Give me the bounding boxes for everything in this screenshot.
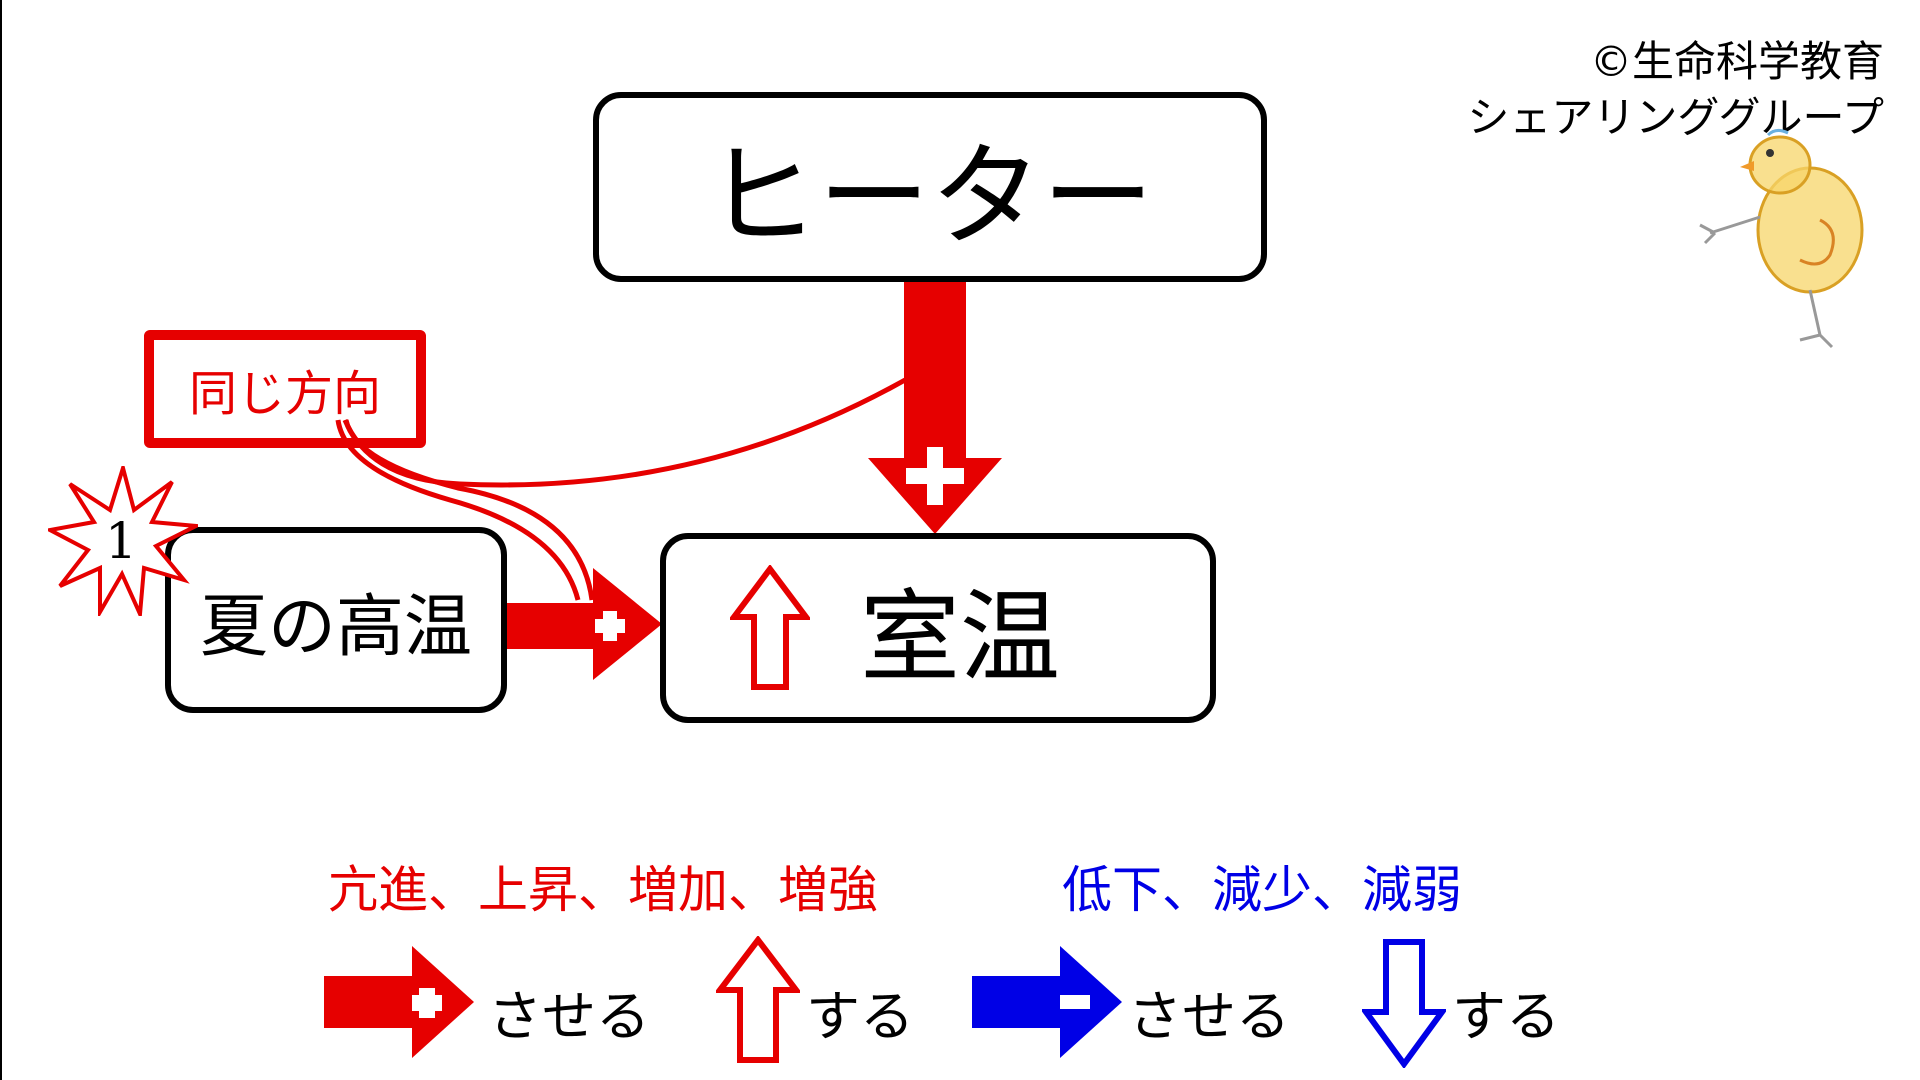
- legend-blue-down-arrow-icon: [1362, 939, 1446, 1068]
- room-temp-label: 室温: [860, 578, 1060, 696]
- same-direction-label: 同じ方向: [188, 366, 381, 422]
- starburst-badge: 1: [48, 466, 198, 616]
- summer-heat-node: 夏の高温: [165, 527, 507, 713]
- up-arrow-icon: [730, 565, 810, 690]
- copyright-line2: シェアリンググループ: [1467, 93, 1884, 142]
- copyright-line1: ©生命科学教育: [1589, 37, 1884, 86]
- summer-to-room-arrow: [507, 568, 662, 680]
- copyright: ©生命科学教育 シェアリンググループ: [1467, 34, 1884, 146]
- legend-do-red: する: [806, 985, 914, 1048]
- legend-red-up-arrow-icon: [716, 936, 800, 1063]
- room-temp-node: 室温: [660, 533, 1216, 723]
- legend-make-blue: させる: [1128, 985, 1290, 1048]
- chick-icon: [1699, 128, 1864, 349]
- legend-blue-minus-arrow-icon: [972, 946, 1122, 1058]
- legend-increase-terms: 亢進、上昇、増加、増強: [328, 861, 878, 919]
- badge-number: 1: [105, 512, 137, 570]
- left-border: [0, 0, 2, 1080]
- heater-label: ヒーター: [706, 132, 1154, 262]
- legend-red-plus-arrow-icon: [324, 946, 474, 1058]
- legend-make-red: させる: [488, 985, 650, 1048]
- legend-decrease-terms: 低下、減少、減弱: [1062, 861, 1462, 919]
- summer-heat-label: 夏の高温: [199, 587, 472, 667]
- heater-to-room-arrow: [868, 282, 1002, 534]
- heater-node: ヒーター: [593, 92, 1267, 282]
- same-direction-box: 同じ方向: [144, 330, 426, 448]
- legend-do-blue: する: [1452, 985, 1560, 1048]
